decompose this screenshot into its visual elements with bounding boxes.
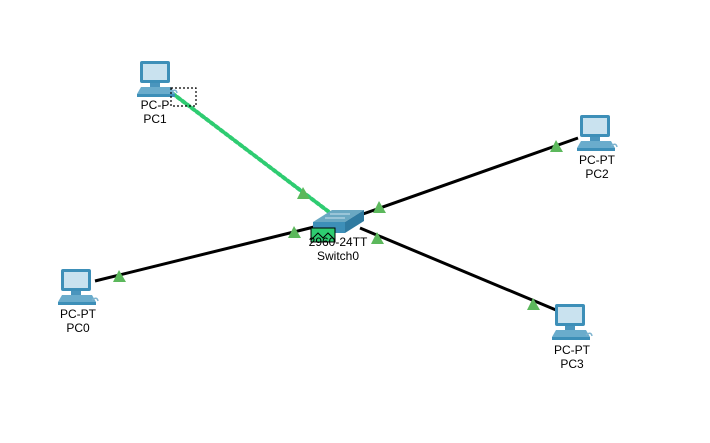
pc-icon: [136, 60, 178, 98]
pc0-label: PC-PT PC0: [60, 307, 96, 335]
pdu-selection-box[interactable]: [170, 87, 197, 107]
pc-icon: [551, 303, 593, 341]
pc1-model-label: PC-P: [140, 98, 170, 112]
link-pc2-switch0[interactable]: [362, 136, 579, 216]
port-up-triangle: [550, 140, 563, 152]
pc1-label: PC-P PC1: [141, 98, 170, 126]
port-up-triangle: [527, 298, 540, 310]
pc1-name-label: PC1: [143, 112, 167, 126]
pc-icon: [576, 114, 618, 152]
switch0-label: 2960-24TT Switch0: [309, 235, 368, 263]
link-pc0-switch0[interactable]: [94, 224, 319, 283]
port-indicators: [113, 140, 563, 310]
switch-icon-side: [345, 210, 364, 233]
pc3-name-label: PC3: [560, 357, 584, 371]
pc2-label: PC-PT PC2: [579, 153, 615, 181]
switch0-model-label: 2960-24TT: [308, 235, 368, 249]
pc2-model-label: PC-PT: [579, 153, 615, 167]
device-pc1[interactable]: [136, 60, 178, 98]
device-pc0[interactable]: [57, 268, 99, 306]
link-pc3-switch0[interactable]: [359, 226, 557, 312]
switch-icon-top: [313, 210, 364, 222]
device-pc3[interactable]: [551, 303, 593, 341]
pc-icon: [57, 268, 99, 306]
envelope-icon[interactable]: [310, 227, 336, 243]
pc2-name-label: PC2: [585, 167, 609, 181]
pc3-model-label: PC-PT: [554, 343, 590, 357]
pc0-name-label: PC0: [66, 321, 90, 335]
port-up-triangle: [288, 226, 301, 238]
port-up-triangle: [373, 201, 386, 213]
pc0-model-label: PC-PT: [60, 307, 96, 321]
device-pc2[interactable]: [576, 114, 618, 152]
port-up-triangle: [113, 270, 126, 282]
port-up-triangle: [297, 187, 310, 199]
switch0-name-label: Switch0: [316, 249, 360, 263]
port-up-triangle: [371, 232, 384, 244]
pc3-label: PC-PT PC3: [554, 343, 590, 371]
